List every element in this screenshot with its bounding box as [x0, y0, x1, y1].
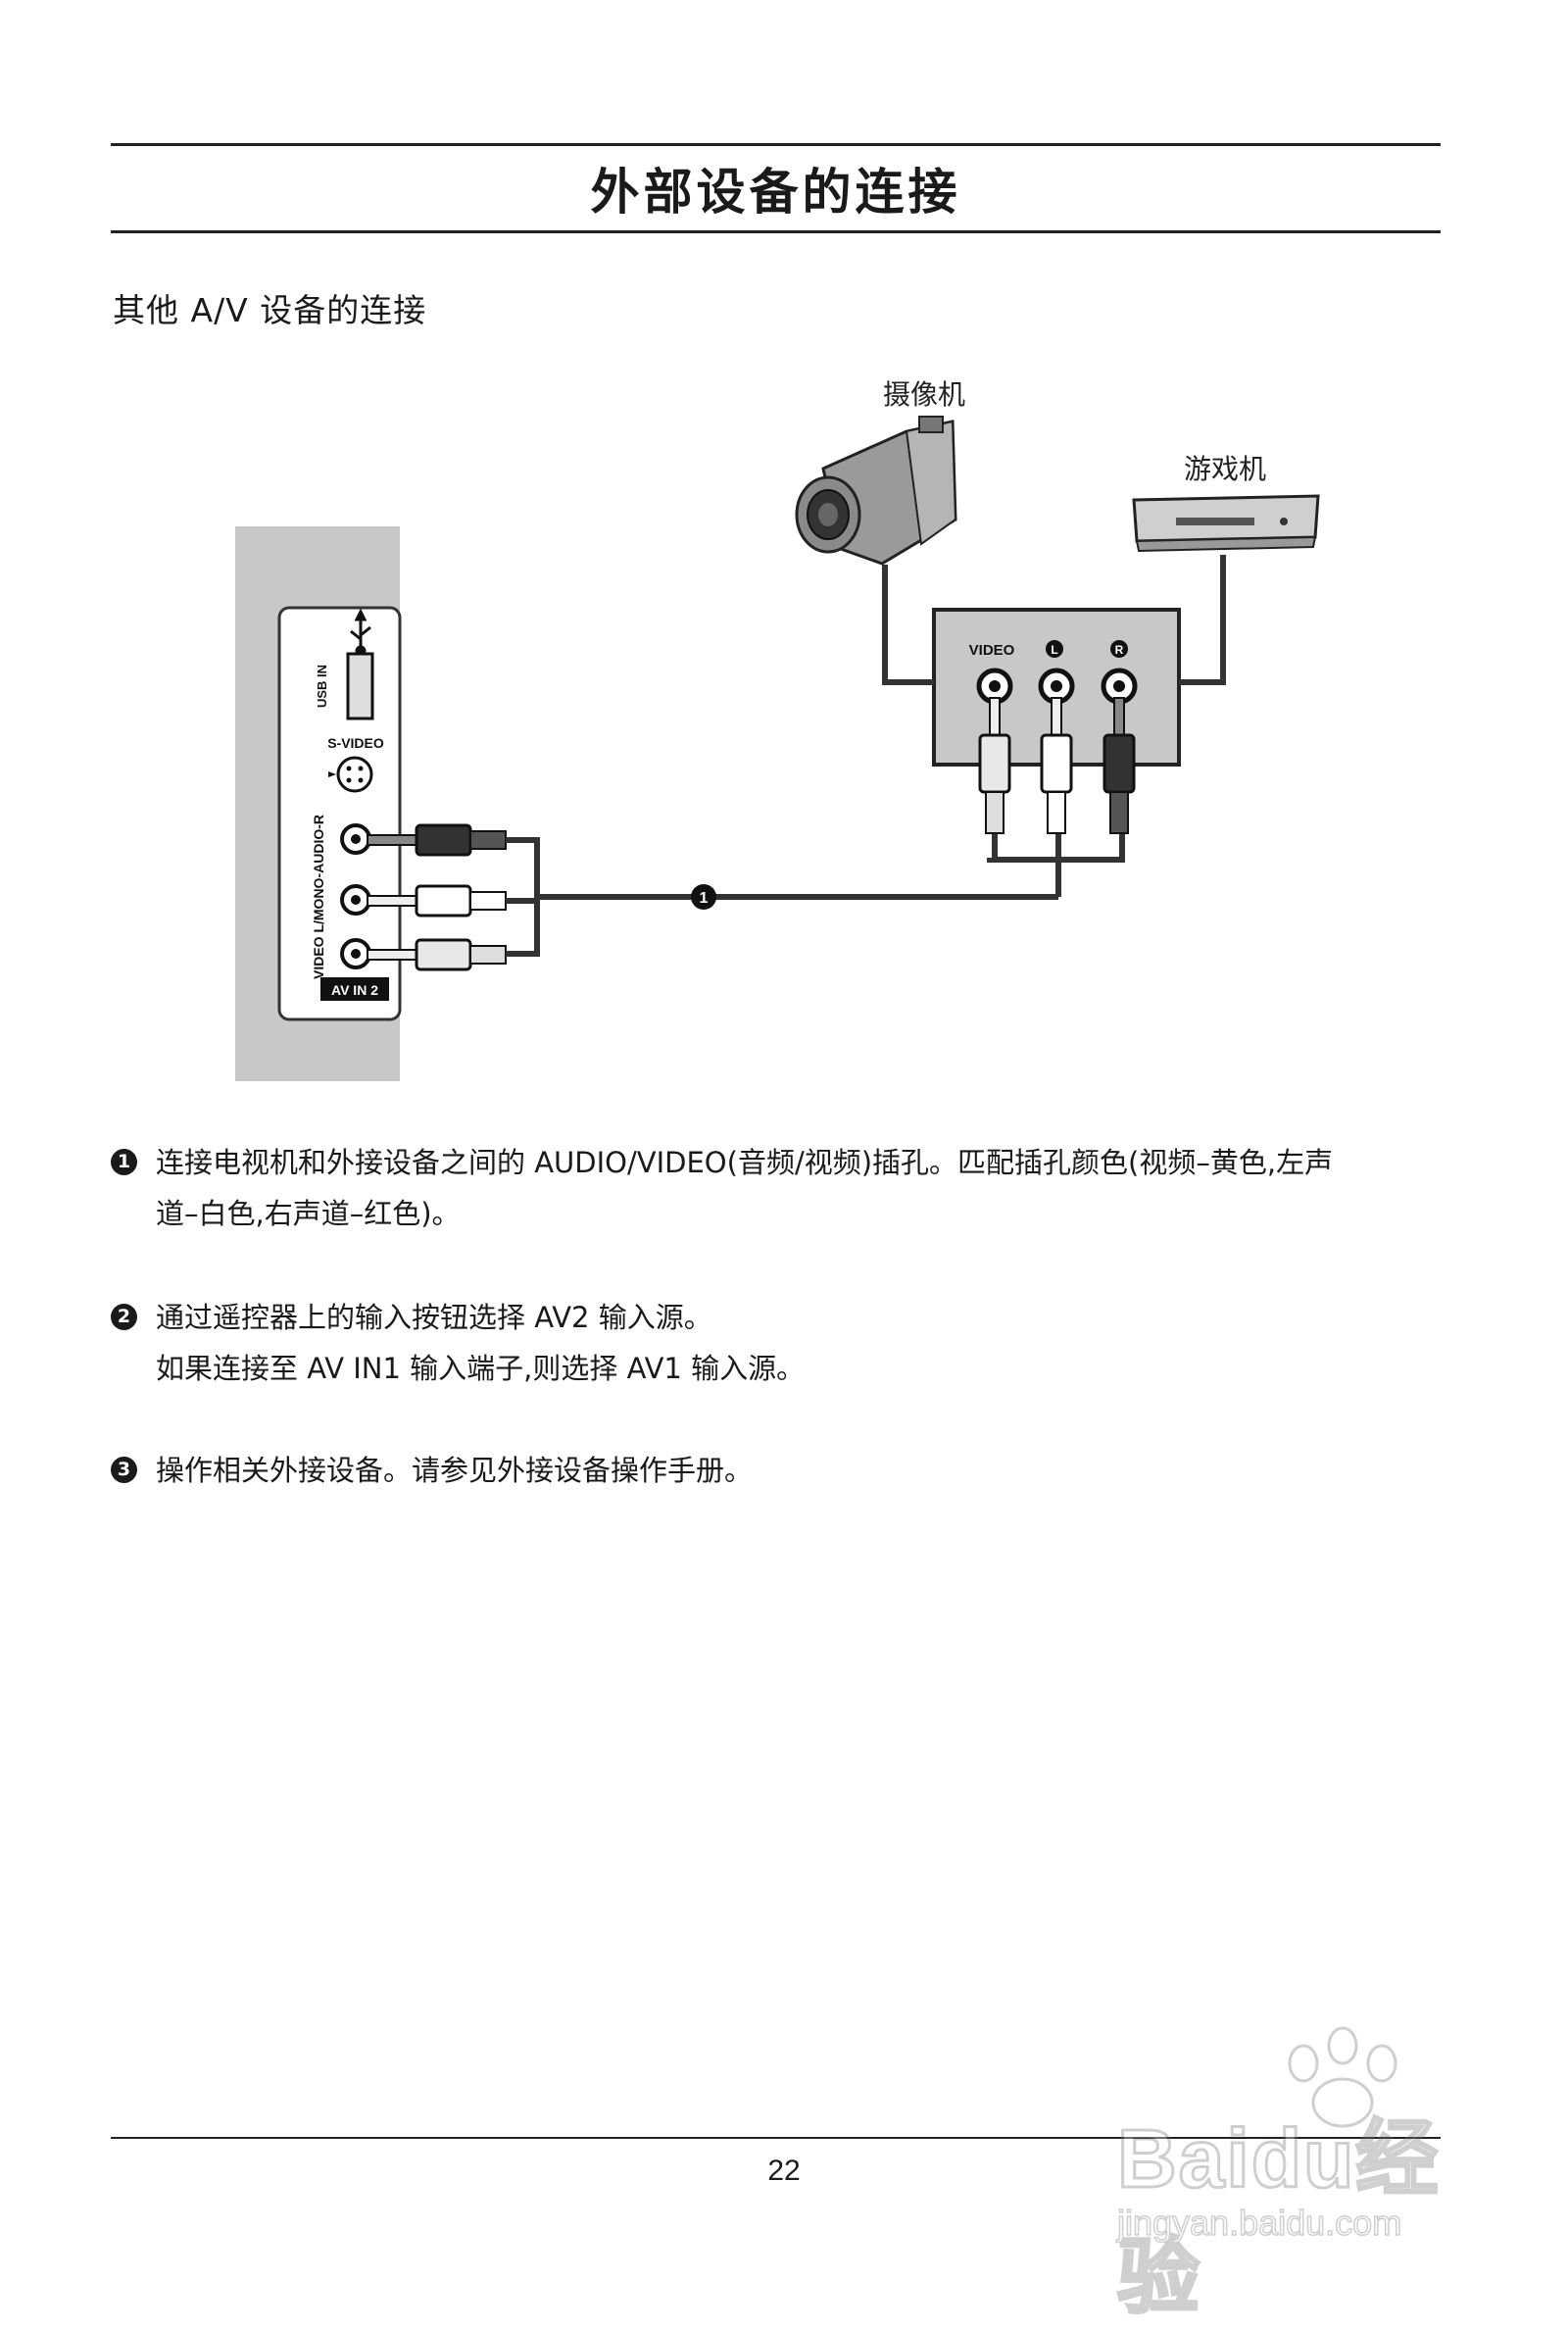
av-in-2-badge: [320, 977, 389, 1001]
svideo-port: [328, 756, 373, 793]
device-video-label: VIDEO: [969, 642, 1015, 659]
step-text: 操作相关外接设备。请参见外接设备操作手册。: [156, 1454, 754, 1487]
footer-rule: [111, 2137, 1441, 2139]
page-number: 22: [767, 2155, 801, 2187]
av-audio-label: VIDEO L/MONO-AUDIO-R: [311, 815, 326, 979]
svg-text:L: L: [1051, 643, 1057, 657]
device-right-label: R: [1110, 640, 1128, 658]
game-console-label: 游戏机: [1184, 453, 1266, 485]
tv-plug-red: [367, 823, 507, 857]
paw-logo-icon: [1288, 2026, 1397, 2128]
step-text: 连接电视机和外接设备之间的 AUDIO/VIDEO(音频/视频)插孔。匹配插孔颜…: [156, 1146, 1334, 1179]
cable-marker-1: 1: [691, 884, 716, 910]
av-in-2-label: AV IN 2: [331, 982, 378, 998]
usb-icon: [350, 608, 371, 657]
svideo-label: S-VIDEO: [327, 735, 384, 751]
device-video-jack: [976, 668, 1013, 705]
svg-text:1: 1: [700, 890, 709, 907]
device-plug-yellow: [978, 697, 1011, 834]
step-2: 2 通过遥控器上的输入按钮选择 AV2 输入源。 如果连接至 AV IN1 输入…: [111, 1292, 1453, 1394]
step-number: 1: [111, 1149, 137, 1175]
device-left-label: L: [1046, 640, 1063, 658]
tv-audio-l-jack: [340, 884, 371, 916]
camcorder-icon: [795, 416, 957, 566]
usb-port: [346, 652, 374, 720]
step-text: 通过遥控器上的输入按钮选择 AV2 输入源。: [156, 1301, 712, 1334]
step-number: 3: [111, 1457, 137, 1483]
av-cable-bundle: [506, 833, 1125, 957]
game-console-cable: [1179, 555, 1226, 685]
header-rule-top: [111, 143, 1441, 146]
header-rule-bottom: [111, 230, 1441, 233]
watermark: Baidu经验 jingyan.baidu.com: [1098, 2024, 1509, 2325]
game-console-icon: [1132, 494, 1320, 553]
step-1: 1 连接电视机和外接设备之间的 AUDIO/VIDEO(音频/视频)插孔。匹配插…: [111, 1137, 1453, 1239]
step-number: 2: [111, 1304, 137, 1330]
tv-plug-white: [367, 884, 507, 917]
section-heading: 其他 A/V 设备的连接: [113, 291, 427, 329]
page-title: 外部设备的连接: [590, 164, 961, 221]
svg-text:R: R: [1115, 643, 1124, 657]
device-plug-red: [1102, 697, 1136, 834]
tv-plug-yellow: [367, 938, 507, 971]
tv-audio-r-jack: [340, 823, 371, 855]
step-3: 3 操作相关外接设备。请参见外接设备操作手册。: [111, 1445, 1453, 1496]
watermark-url: jingyan.baidu.com: [1116, 2202, 1402, 2244]
device-plug-white: [1040, 697, 1073, 834]
step-text-continued: 道–白色,右声道–红色)。: [156, 1197, 461, 1230]
step-text-continued: 如果连接至 AV IN1 输入端子,则选择 AV1 输入源。: [156, 1352, 806, 1385]
camcorder-label: 摄像机: [883, 378, 965, 411]
usb-in-label: USB IN: [315, 665, 329, 708]
tv-video-jack: [340, 938, 371, 969]
connection-diagram: USB IN S-VIDEO VIDEO L/MONO-AUDIO-R AV I…: [235, 378, 1320, 1081]
camcorder-cable: [882, 565, 934, 685]
